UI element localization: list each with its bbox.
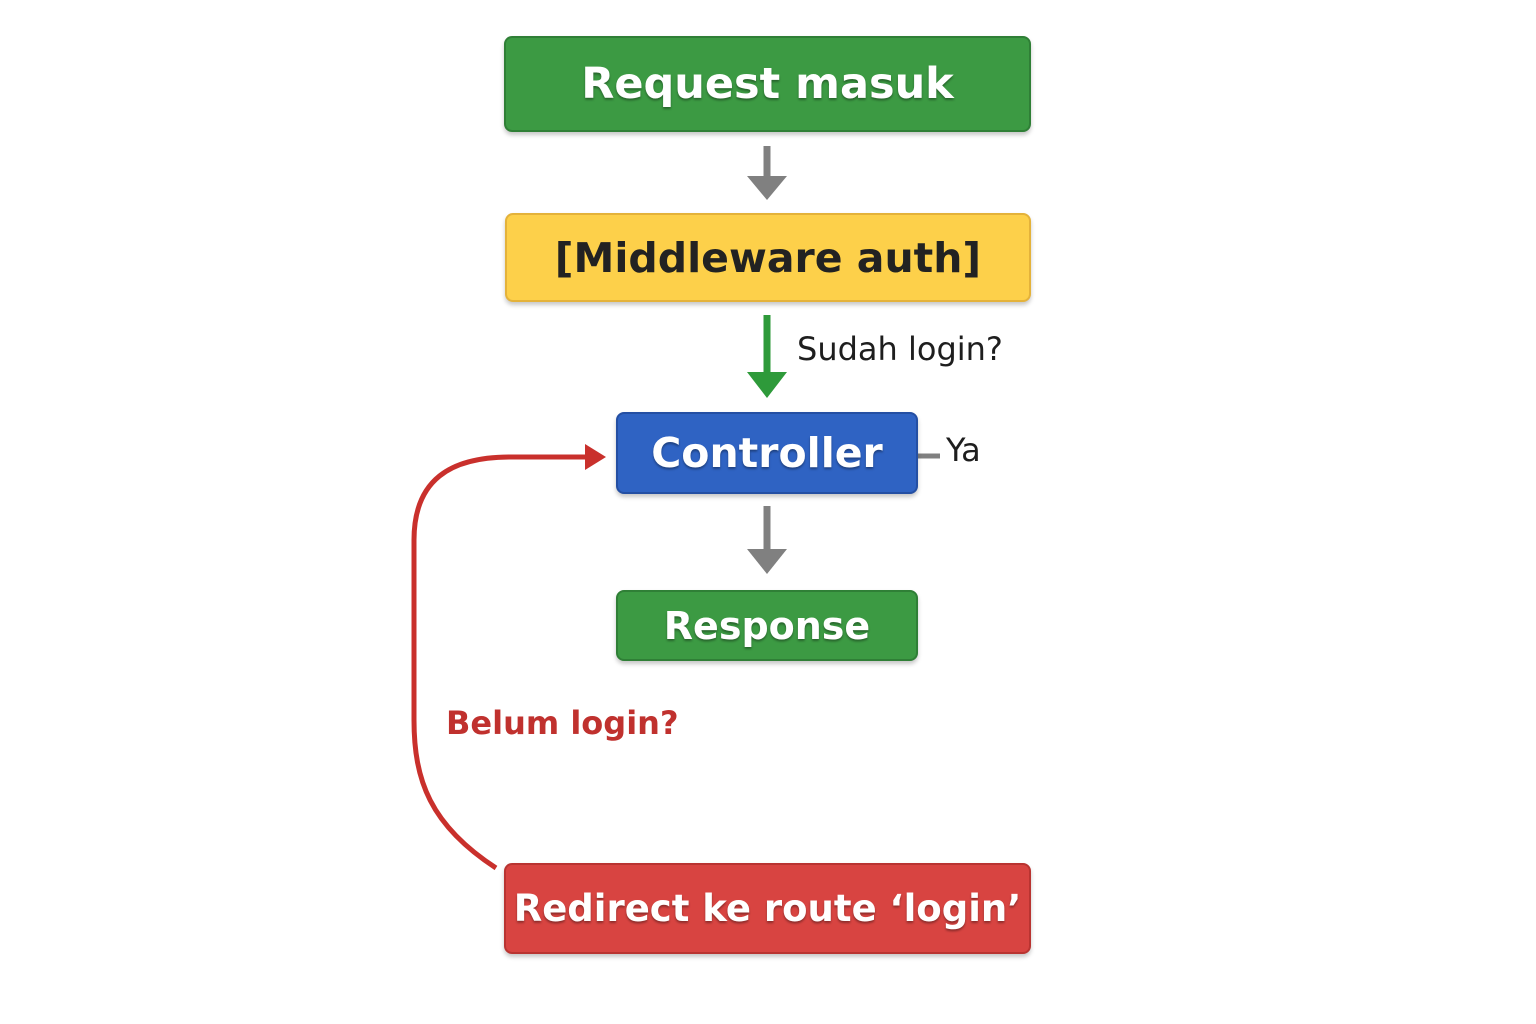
redirect-node: Redirect ke route ‘login’ xyxy=(504,863,1031,954)
controller-label: Controller xyxy=(651,429,883,477)
arrow-controller-to-response xyxy=(747,506,787,574)
middleware-label: [Middleware auth] xyxy=(554,233,982,282)
request-label: Request masuk xyxy=(581,59,954,109)
yes-label: Ya xyxy=(946,431,981,469)
middleware-node: [Middleware auth] xyxy=(505,213,1031,302)
authenticated-label: Sudah login? xyxy=(797,330,1003,368)
request-node: Request masuk xyxy=(504,36,1031,132)
arrow-request-to-middleware xyxy=(747,146,787,200)
arrow-redirect-to-controller xyxy=(411,444,606,871)
response-label: Response xyxy=(663,603,871,648)
unauthenticated-label: Belum login? xyxy=(446,704,679,742)
arrow-middleware-to-controller xyxy=(747,315,787,398)
controller-node: Controller xyxy=(616,412,918,494)
redirect-label: Redirect ke route ‘login’ xyxy=(513,887,1022,930)
response-node: Response xyxy=(616,590,918,661)
